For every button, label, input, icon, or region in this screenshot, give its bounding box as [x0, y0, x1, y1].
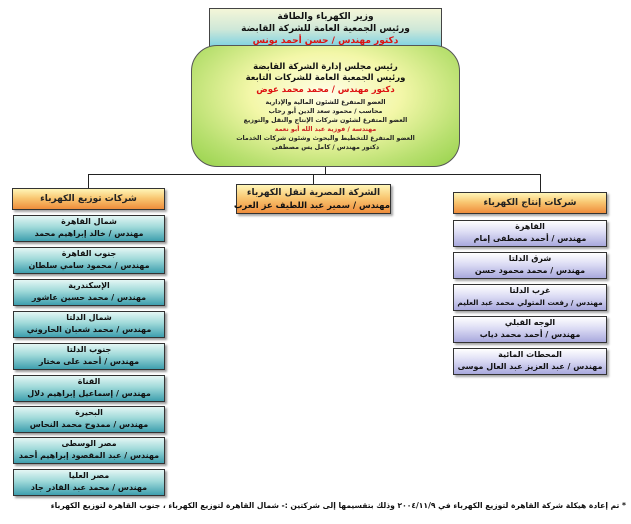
production-header: شركات إنتاج الكهرباء — [453, 192, 607, 214]
distribution-company-box: جنوب الدلتا مهندس / أحمد على مختار — [13, 343, 165, 370]
company-name: شمال الدلتا — [66, 313, 112, 322]
company-name: المحطات المائية — [498, 350, 562, 359]
production-company-box: شرق الدلتا مهندس / محمد محمود حسن — [453, 252, 607, 279]
transmission-header: الشركة المصرية لنقل الكهرباء مهندس / سمي… — [233, 184, 391, 214]
board-member-role: العضو المتفرغ للشئون المالية والإدارية — [265, 99, 386, 106]
board-member-name: مهندسة / فوزية عبد الله أبو نعمة — [274, 125, 377, 133]
company-head: مهندس / أحمد مصطفى إمام — [473, 234, 587, 243]
company-name: جنوب القاهرة — [61, 249, 117, 258]
company-head: مهندس / ممدوح محمد النحاس — [29, 420, 149, 429]
production-company-box: الوجه القبلي مهندس / أحمد محمد دياب — [453, 316, 607, 343]
drop-line-production — [540, 174, 541, 192]
board-member-role: العضو المتفرغ لشئون شركات الإنتاج والنقل… — [243, 116, 408, 124]
production-header-label: شركات إنتاج الكهرباء — [483, 198, 577, 208]
company-name: شمال القاهرة — [61, 217, 117, 226]
minister-title-line2: ورئيس الجمعية العامة للشركة القابضة — [241, 24, 410, 34]
minister-title-line1: وزير الكهرباء والطاقة — [277, 12, 374, 22]
minister-name: دكتور مهندس / حسن أحمد يونس — [252, 36, 399, 46]
company-head: مهندس / محمد حسين عاشور — [31, 293, 147, 302]
company-head: مهندس / محمد عبد القادر جاد — [30, 483, 148, 492]
distribution-header-label: شركات توزيع الكهرباء — [40, 194, 137, 204]
company-head: مهندس / خالد إبراهيم محمد — [34, 229, 144, 238]
company-head: مهندس / عبد المقصود إبراهيم أحمد — [18, 451, 160, 460]
distribution-company-box: البحيرة مهندس / ممدوح محمد النحاس — [13, 406, 165, 433]
horizontal-bus-line — [88, 174, 540, 175]
company-head: مهندس / محمود سامي سلطان — [28, 261, 150, 270]
footnote: * تم إعادة هيكلة شركة القاهرة لتوزيع الك… — [50, 501, 626, 510]
transmission-company-name: الشركة المصرية لنقل الكهرباء — [246, 188, 381, 198]
company-name: القاهرة — [515, 222, 545, 231]
production-company-box: القاهرة مهندس / أحمد مصطفى إمام — [453, 220, 607, 247]
drop-line-distribution — [88, 174, 89, 188]
company-head: مهندس / أحمد على مختار — [38, 357, 140, 366]
production-company-box: المحطات المائية مهندس / عبد العزيز عبد ا… — [453, 348, 607, 375]
distribution-company-box: مصر العليا مهندس / محمد عبد القادر جاد — [13, 469, 165, 496]
production-company-box: غرب الدلتا مهندس / رفعت المتولي محمد عبد… — [453, 284, 607, 311]
company-name: الإسكندرية — [68, 281, 110, 290]
company-name: البحيرة — [75, 408, 103, 417]
board-chairman-name: دكتور مهندس / محمد محمد عوض — [256, 85, 395, 95]
company-head: مهندس / إسماعيل إبراهيم دلال — [27, 389, 151, 398]
company-name: مصر الوسطى — [61, 439, 117, 448]
transmission-company-head: مهندس / سمير عبد اللطيف عز العرب — [233, 201, 390, 211]
board-title-line1: رئيس مجلس إدارة الشركة القابضة — [253, 62, 398, 72]
trunk-line — [325, 166, 326, 175]
distribution-company-box: القناة مهندس / إسماعيل إبراهيم دلال — [13, 375, 165, 402]
distribution-header: شركات توزيع الكهرباء — [12, 188, 165, 210]
company-name: غرب الدلتا — [509, 286, 551, 295]
company-name: الوجه القبلي — [504, 318, 556, 327]
board-chairman-box: رئيس مجلس إدارة الشركة القابضة ورئيس الج… — [191, 45, 460, 167]
distribution-company-box: شمال الدلتا مهندس / محمد شعبان الحاروني — [13, 311, 165, 338]
board-member-role: العضو المتفرغ للتخطيط والبحوث وشئون شركا… — [236, 134, 415, 142]
company-name: القناة — [77, 377, 101, 386]
company-head: مهندس / محمد محمود حسن — [474, 266, 586, 275]
drop-line-transmission — [313, 174, 314, 184]
board-member-name: دكتور مهندس / كامل يس مصطفى — [271, 143, 380, 151]
company-head: مهندس / محمد شعبان الحاروني — [26, 325, 152, 334]
board-title-line2: ورئيس الجمعية العامة للشركات التابعة — [245, 73, 406, 83]
company-head: مهندس / أحمد محمد دياب — [479, 330, 581, 339]
distribution-company-box: الإسكندرية مهندس / محمد حسين عاشور — [13, 279, 165, 306]
company-head: مهندس / عبد العزيز عبد العال موسى — [457, 362, 603, 371]
company-name: مصر العليا — [68, 471, 110, 480]
distribution-company-box: جنوب القاهرة مهندس / محمود سامي سلطان — [13, 247, 165, 274]
company-head: مهندس / رفعت المتولي محمد عبد العليم — [457, 298, 603, 307]
company-name: شرق الدلتا — [508, 254, 552, 263]
distribution-company-box: شمال القاهرة مهندس / خالد إبراهيم محمد — [13, 215, 165, 242]
company-name: جنوب الدلتا — [66, 345, 112, 354]
board-member-name: محاسب / محمود سعد الدين أبو رحاب — [268, 107, 383, 115]
distribution-company-box: مصر الوسطى مهندس / عبد المقصود إبراهيم أ… — [13, 437, 165, 464]
